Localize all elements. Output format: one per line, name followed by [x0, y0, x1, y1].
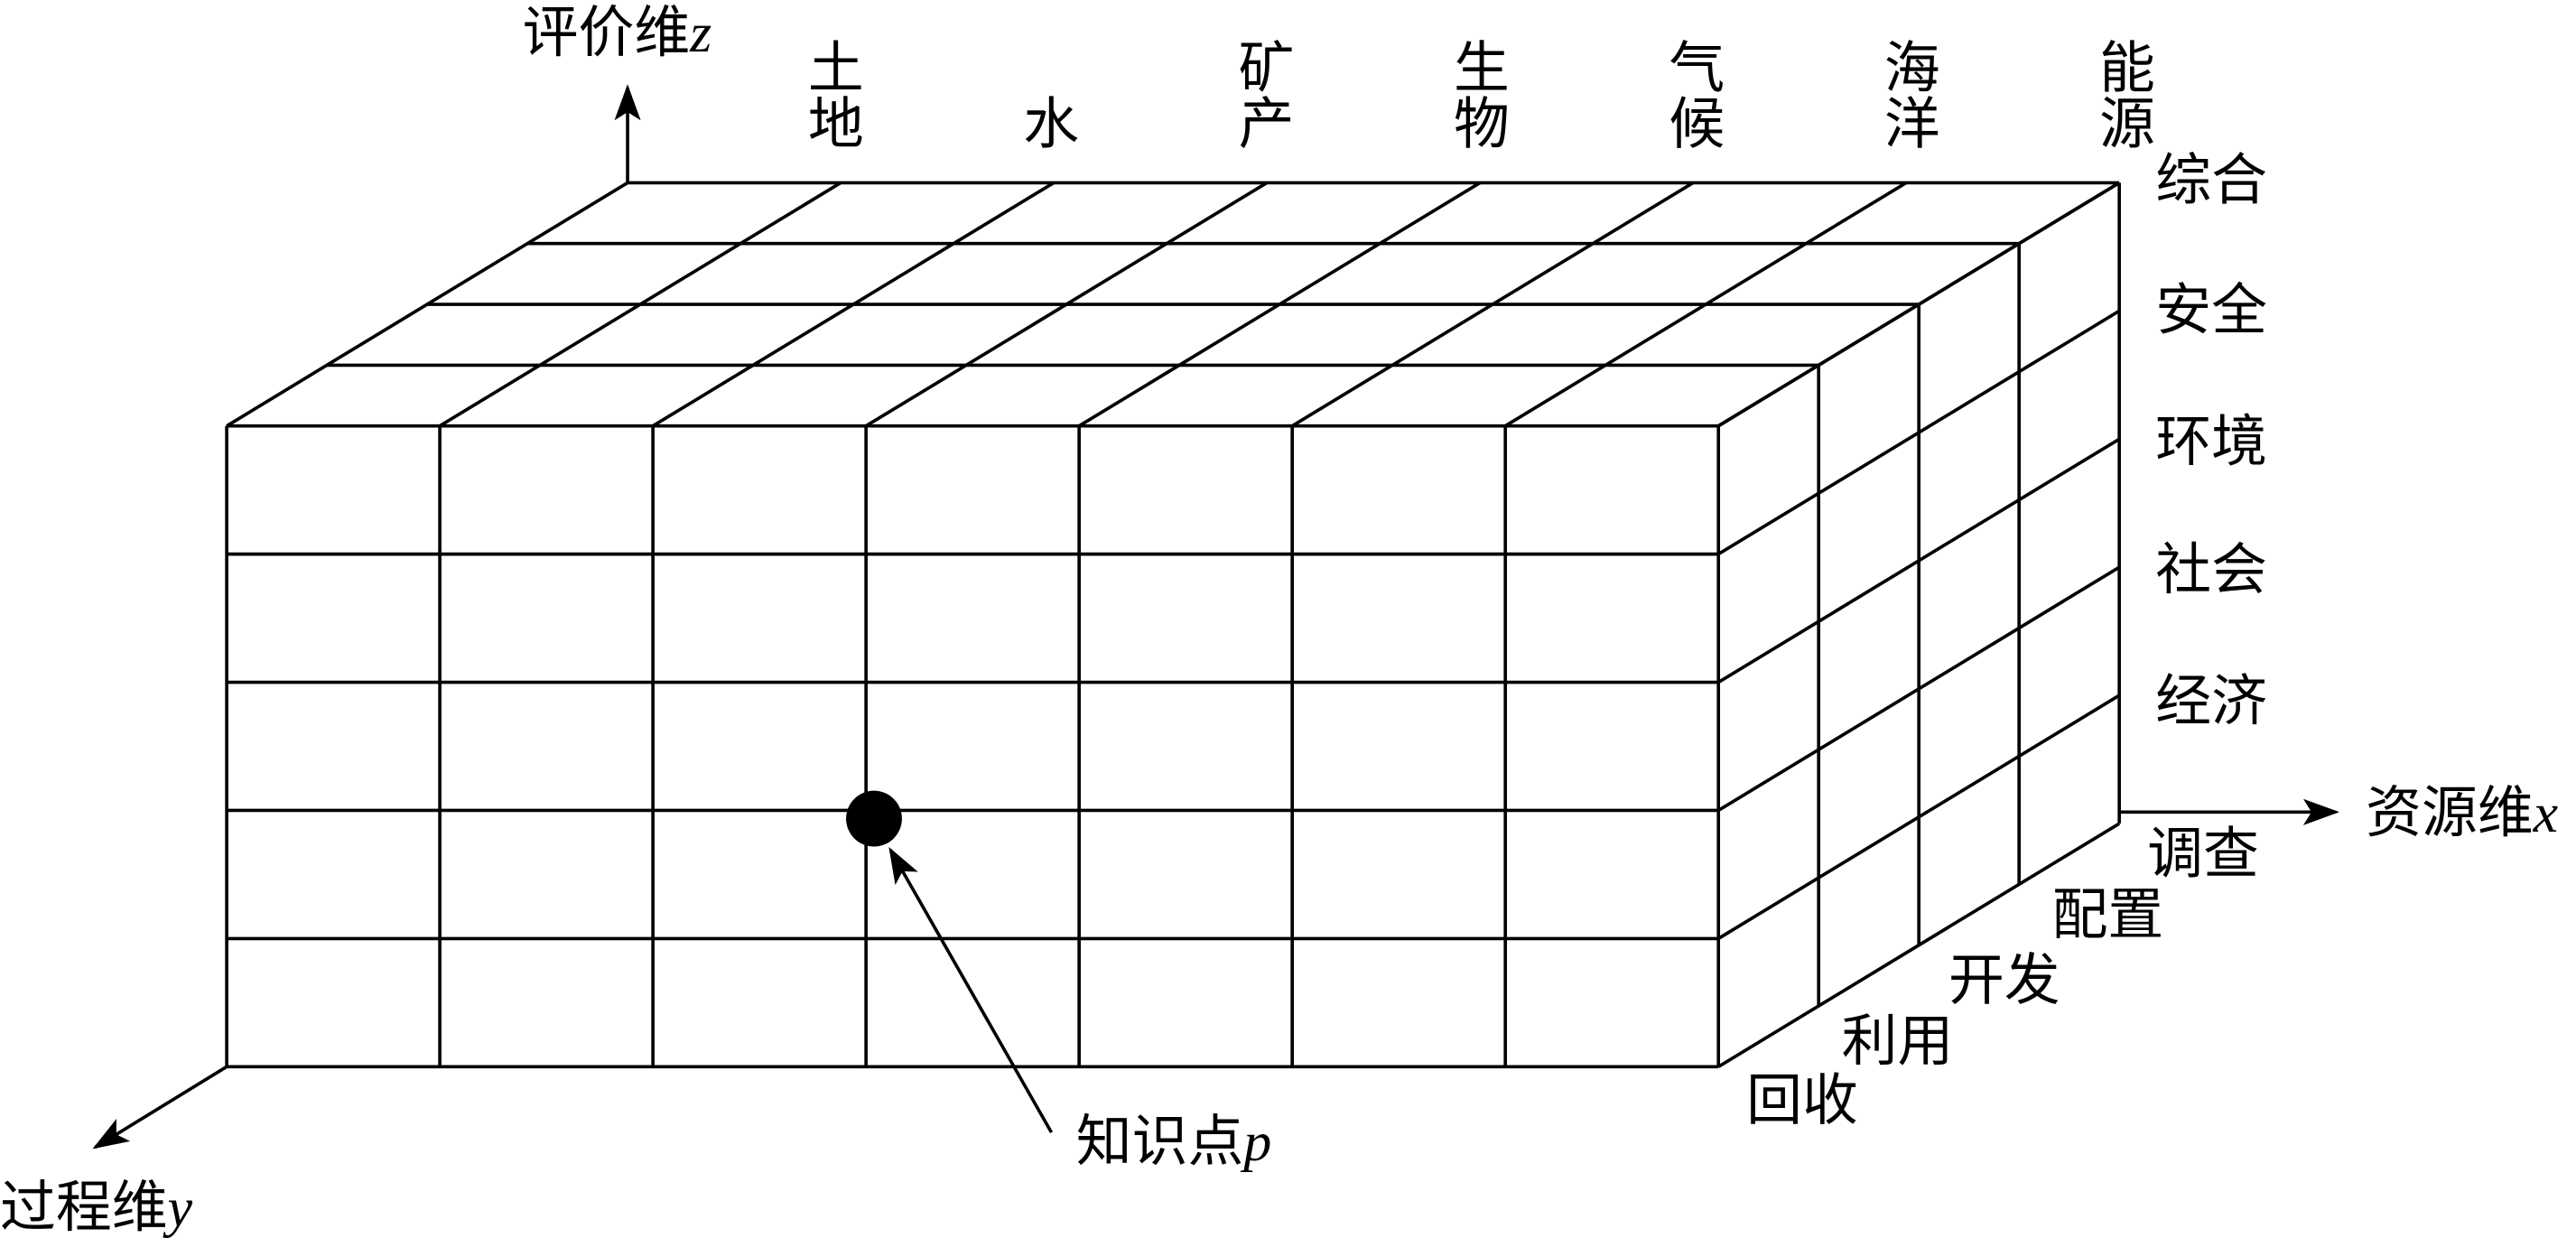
- process-label: 回收: [1746, 1071, 1858, 1132]
- process-label: 配置: [2052, 885, 2164, 946]
- evaluation-label: 经济: [2155, 671, 2267, 732]
- evaluation-label: 社会: [2155, 540, 2267, 601]
- resource-label: 水: [1014, 94, 1077, 150]
- process-label: 开发: [1948, 951, 2060, 1012]
- evaluation-label: 综合: [2155, 151, 2267, 212]
- z-axis-label: 评价维z: [523, 3, 712, 64]
- cube-grid: [225, 181, 2121, 1069]
- process-label: 调查: [2147, 824, 2259, 886]
- resource-label: 能源: [2090, 38, 2153, 150]
- evaluation-label: 安全: [2155, 280, 2267, 341]
- resource-labels: 土地 水 矿产 生物 气候 海洋 能源: [799, 38, 2153, 150]
- resource-label: 气候: [1660, 38, 1724, 150]
- knowledge-point-pointer: [888, 846, 1054, 1133]
- resource-label: 矿产: [1230, 38, 1294, 150]
- resource-label: 海洋: [1875, 38, 1939, 150]
- process-label: 利用: [1842, 1011, 1954, 1073]
- y-axis-label: 过程维y: [0, 1177, 193, 1238]
- x-axis-label: 资源维x: [2366, 783, 2558, 844]
- evaluation-label: 环境: [2155, 412, 2267, 473]
- knowledge-point-label: 知识点p: [1076, 1112, 1272, 1173]
- y-axis-arrow: [92, 1065, 228, 1150]
- knowledge-point-marker: [846, 790, 902, 847]
- process-labels: 调查 配置 开发 利用 回收: [1746, 824, 2259, 1132]
- resource-label: 生物: [1445, 38, 1509, 150]
- evaluation-labels: 综合 安全 环境 社会 经济: [2155, 151, 2267, 733]
- resource-label: 土地: [799, 38, 862, 150]
